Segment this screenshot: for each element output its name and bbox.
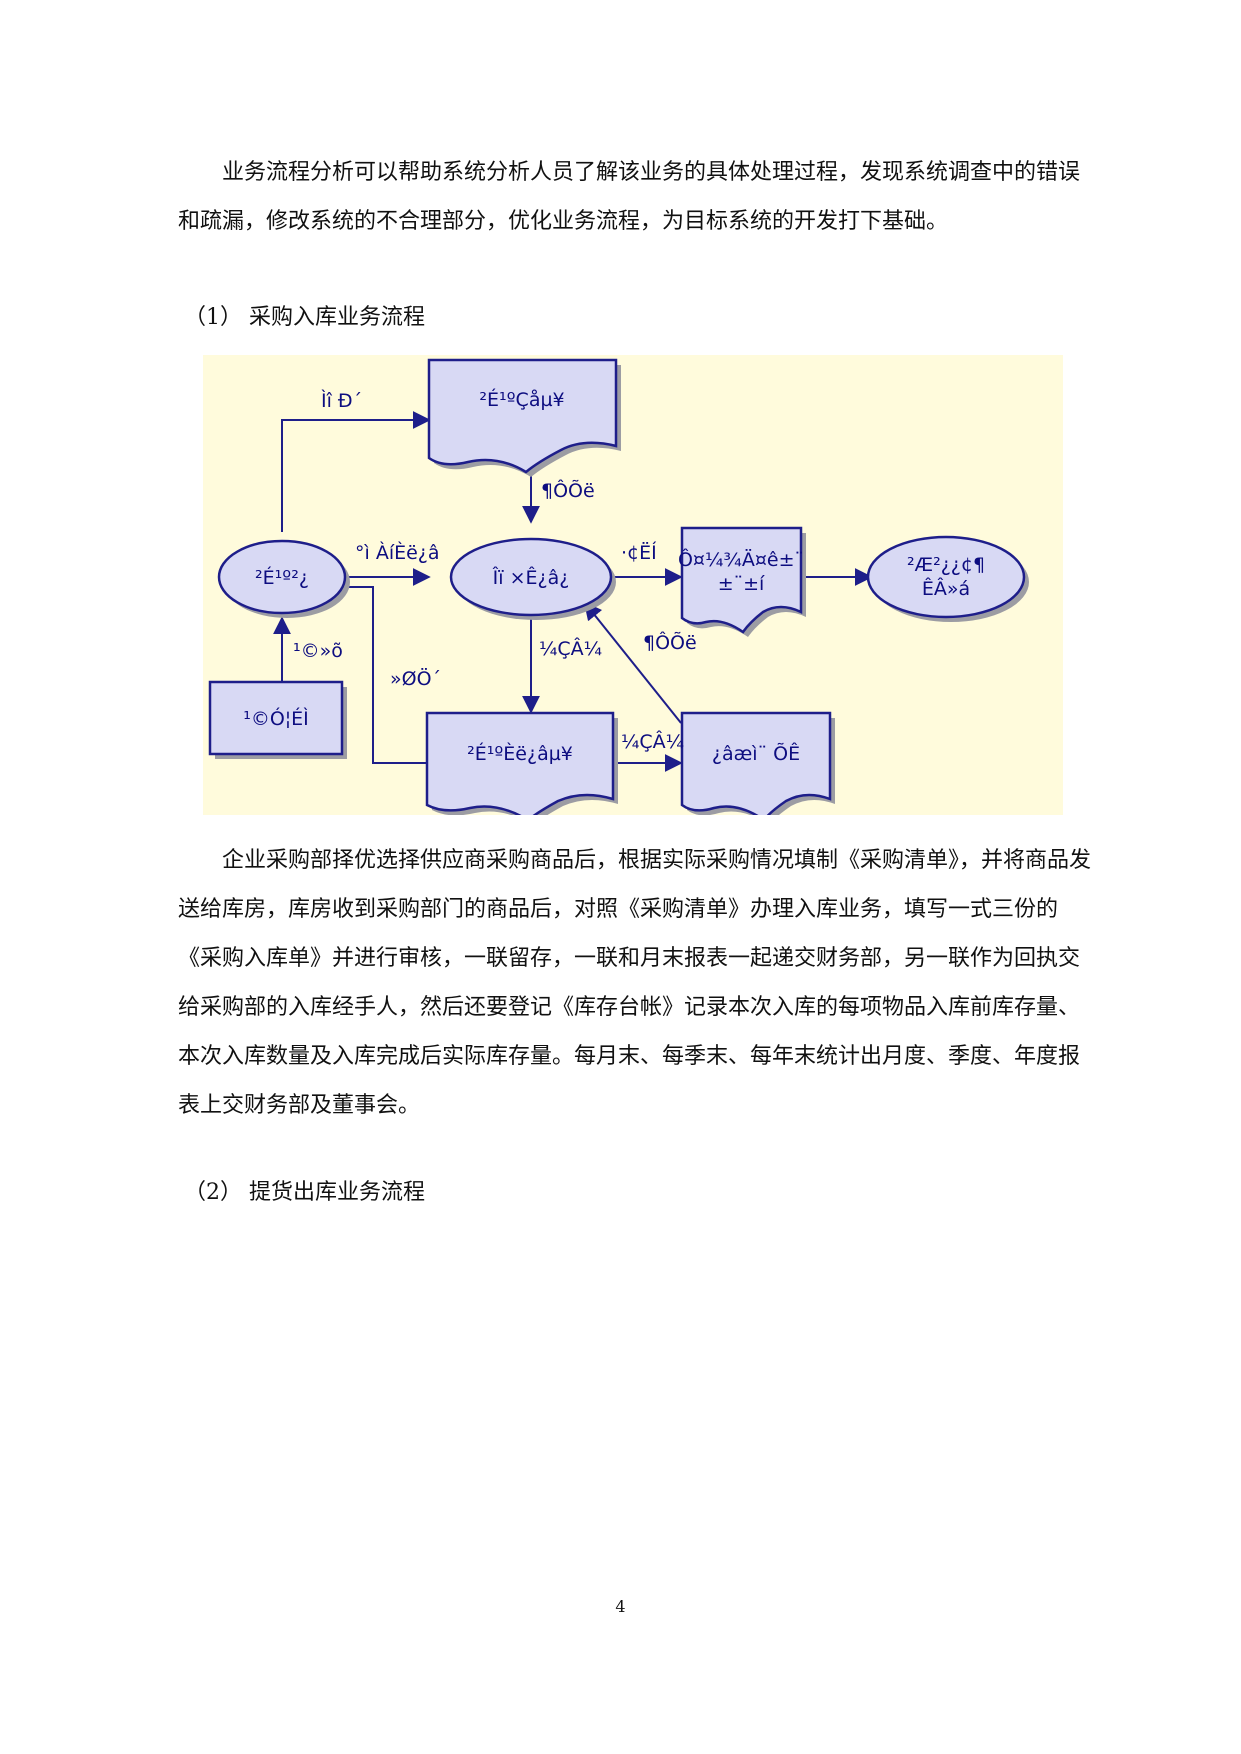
edge-label-baosong: ·¢ËÍ <box>621 541 657 564</box>
process-description-paragraph: 企业采购部择优选择供应商采购商品后，根据实际采购情况填制《采购清单》，并将商品发… <box>178 848 1092 1118</box>
page-number: 4 <box>615 1597 626 1616</box>
section-heading-pickup-outbound: （2） 提货出库业务流程 <box>184 1180 425 1205</box>
edge-duizhao2 <box>583 601 682 724</box>
edge-label-gongying: ¹©»õ <box>293 640 343 662</box>
node-caiwubu-label-1: ²Æ²¿¿¢¶ <box>907 554 985 576</box>
node-kucuntaizhang: ¿âæì¨ ÕÊ <box>680 711 835 815</box>
node-caiwubu: ²Æ²¿¿¢¶ ÊÂ»á <box>866 535 1029 622</box>
node-caigoubu-label: ²É¹º²¿ <box>255 566 309 589</box>
node-report-label-2: ±¨±í <box>718 573 765 595</box>
node-kucuntaizhang-label: ¿âæì¨ ÕÊ <box>712 742 800 765</box>
node-caigouqingdan: ²É¹ºÇåµ¥ <box>427 358 621 477</box>
node-caigoubu: ²É¹º²¿ <box>217 539 350 618</box>
section-heading-purchase-inbound: （1） 采购入库业务流程 <box>184 305 425 330</box>
edge-tianxie <box>281 411 431 532</box>
node-rukudan-label: ²É¹ºÈë¿âµ¥ <box>467 742 573 765</box>
edge-label-songhuo: °ì ÀíÈë¿â <box>355 541 440 564</box>
node-gongyingshang: ¹©Ó¦ÉÌ <box>208 680 347 759</box>
node-caiwubu-label-2: ÊÂ»á <box>922 577 970 600</box>
node-report: Ô¤¼¾Ä¤ê±¨ ±¨±í <box>678 526 806 637</box>
edge-label-dengji2: ¼ÇÂ¼ <box>621 730 684 753</box>
edge-label-duizhao2: ¶ÔÕë <box>643 630 697 654</box>
node-report-label-1: Ô¤¼¾Ä¤ê±¨ <box>678 547 804 571</box>
intro-paragraph: 业务流程分析可以帮助系统分析人员了解该业务的具体处理过程，发现系统调查中的错误和… <box>178 160 1081 234</box>
edge-label-tianxie: Ìî Ð´ <box>321 389 362 412</box>
edge-label-huizhi: »ØÖ´ <box>390 667 441 690</box>
purchase-inbound-flow-diagram: ²É¹º²¿ ¹©Ó¦ÉÌ ²É¹ºÇåµ¥ Îï ×Ê¿â¿ Ô¤¼¾Ä¤ê±… <box>203 355 1063 815</box>
edge-label-dengji1: ¼ÇÂ¼ <box>539 637 602 660</box>
node-kufangguanli: Îï ×Ê¿â¿ <box>449 537 616 620</box>
node-kufangguanli-label: Îï ×Ê¿â¿ <box>492 566 570 589</box>
node-gongyingshang-label: ¹©Ó¦ÉÌ <box>243 706 309 730</box>
edge-label-duizhao1: ¶ÔÕë <box>541 478 595 502</box>
node-rukudan: ²É¹ºÈë¿âµ¥ <box>425 711 618 815</box>
node-caigouqingdan-label: ²É¹ºÇåµ¥ <box>479 388 564 411</box>
